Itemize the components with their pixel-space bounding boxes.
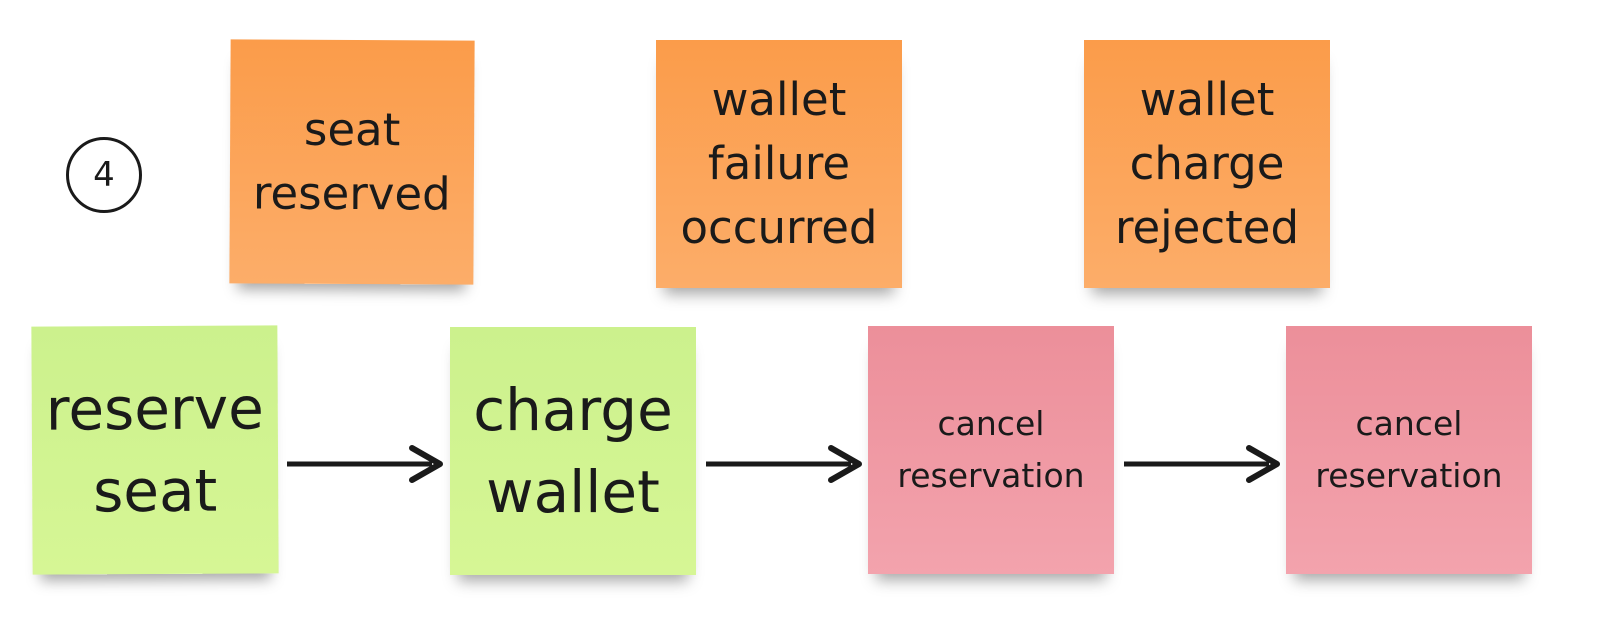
command-label: charge wallet (473, 376, 673, 526)
arrow-charge-to-cancel (706, 445, 862, 483)
arrow-cancel-to-cancel (1124, 445, 1280, 483)
policy-label: cancel reservation (1315, 404, 1503, 495)
policy-label: cancel reservation (897, 404, 1085, 495)
step-number-badge: 4 (66, 137, 142, 213)
event-sticky-wallet-charge-rejected[interactable]: wallet charge rejected (1084, 40, 1330, 288)
policy-sticky-cancel-reservation-2[interactable]: cancel reservation (1286, 326, 1532, 574)
step-number: 4 (93, 155, 115, 195)
event-label: wallet failure occurred (680, 73, 878, 254)
arrow-reserve-to-charge (287, 445, 443, 483)
event-sticky-wallet-failure-occurred[interactable]: wallet failure occurred (656, 40, 902, 288)
command-sticky-charge-wallet[interactable]: charge wallet (450, 327, 696, 575)
policy-sticky-cancel-reservation-1[interactable]: cancel reservation (868, 326, 1114, 574)
event-label: wallet charge rejected (1114, 73, 1300, 254)
